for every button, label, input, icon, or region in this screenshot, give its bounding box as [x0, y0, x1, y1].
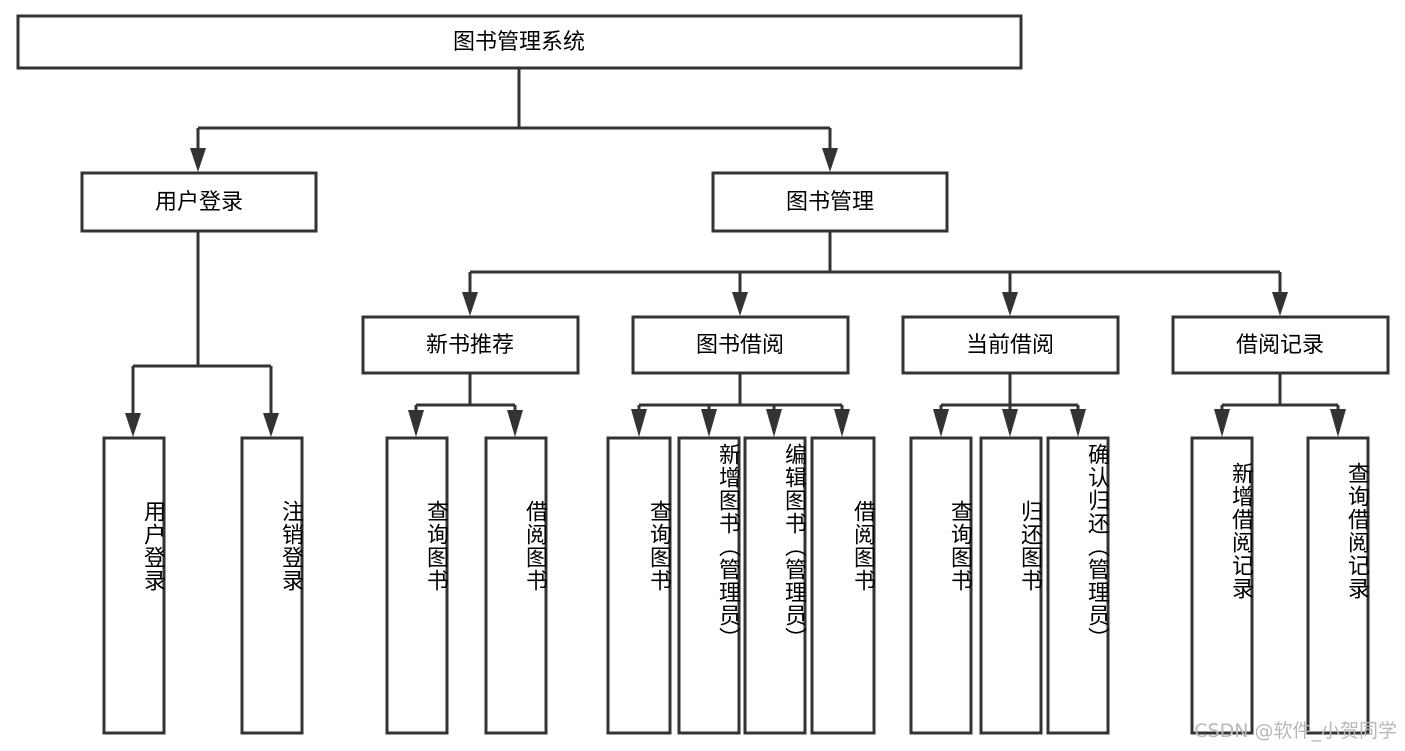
arrow-head-icon: [822, 148, 838, 172]
leaf-box-current-borrow-2[interactable]: [979, 436, 1043, 735]
connector-current-borrow-to-leaves: [933, 374, 1086, 437]
arrow-head-icon: [701, 409, 717, 437]
node-book-borrow-label: 图书借阅: [696, 333, 784, 358]
arrow-head-icon: [732, 292, 748, 316]
node-borrow-record[interactable]: 借阅记录: [1171, 315, 1390, 375]
arrow-head-icon: [507, 410, 523, 437]
arrow-head-icon: [408, 410, 424, 437]
node-root-box: [16, 14, 1023, 70]
leaf-box-new-book-1[interactable]: [385, 436, 449, 735]
leaf-box-current-borrow-1[interactable]: [909, 436, 973, 735]
arrow-head-icon: [1330, 409, 1346, 437]
arrow-head-icon: [766, 409, 782, 437]
arrow-head-icon: [1002, 292, 1018, 316]
leaf-box-current-borrow-3[interactable]: [1046, 436, 1110, 735]
node-user-login-label: 用户登录: [155, 190, 243, 215]
node-book-management[interactable]: 图书管理: [711, 171, 949, 233]
arrow-head-icon: [190, 148, 206, 172]
arrow-head-icon: [1002, 409, 1018, 437]
node-current-borrow-label: 当前借阅: [966, 333, 1054, 358]
node-new-book-recommend[interactable]: 新书推荐: [361, 315, 580, 375]
arrow-head-icon: [1272, 292, 1288, 316]
node-root-label: 图书管理系统: [453, 30, 585, 55]
connector-root-to-level2: [190, 68, 838, 172]
connector-borrow-record-to-leaves: [1214, 374, 1346, 437]
arrow-head-icon: [462, 292, 478, 316]
connector-user-login-to-leaves: [125, 232, 279, 437]
leaf-box-book-borrow-2[interactable]: [677, 436, 741, 735]
node-book-management-box: [711, 171, 949, 233]
arrow-head-icon: [1070, 409, 1086, 437]
node-current-borrow[interactable]: 当前借阅: [901, 315, 1120, 375]
arrow-head-icon: [263, 413, 279, 437]
node-book-borrow[interactable]: 图书借阅: [631, 315, 850, 375]
node-borrow-record-label: 借阅记录: [1236, 333, 1324, 358]
node-user-login[interactable]: 用户登录: [80, 171, 318, 233]
arrow-head-icon: [631, 409, 647, 437]
node-book-management-label: 图书管理: [786, 190, 874, 215]
arrow-head-icon: [125, 413, 141, 437]
node-user-login-box: [80, 171, 318, 233]
arrow-head-icon: [1214, 409, 1230, 437]
leaf-box-book-borrow-1[interactable]: [606, 436, 672, 735]
leaf-box-new-book-2[interactable]: [484, 436, 548, 735]
node-current-borrow-box: [901, 315, 1120, 375]
leaf-box-book-borrow-4[interactable]: [810, 436, 876, 735]
leaf-box-user-login-1[interactable]: [102, 436, 166, 735]
node-new-book-recommend-box: [361, 315, 580, 375]
node-new-book-recommend-label: 新书推荐: [426, 333, 514, 358]
watermark: CSDN @软件_小贺同学: [1194, 720, 1397, 742]
leaf-box-user-login-2[interactable]: [240, 436, 304, 735]
node-borrow-record-box: [1171, 315, 1390, 375]
connector-new-book-to-leaves: [408, 374, 523, 437]
arrow-head-icon: [834, 409, 850, 437]
connector-book-borrow-to-leaves: [631, 374, 850, 437]
node-book-borrow-box: [631, 315, 850, 375]
leaf-box-borrow-record-2[interactable]: [1306, 436, 1370, 735]
arrow-head-icon: [933, 409, 949, 437]
leaf-box-borrow-record-1[interactable]: [1190, 436, 1254, 735]
connector-book-mgmt-to-level3: [462, 232, 1288, 316]
leaf-box-book-borrow-3[interactable]: [743, 436, 807, 735]
node-root[interactable]: 图书管理系统: [16, 14, 1023, 70]
